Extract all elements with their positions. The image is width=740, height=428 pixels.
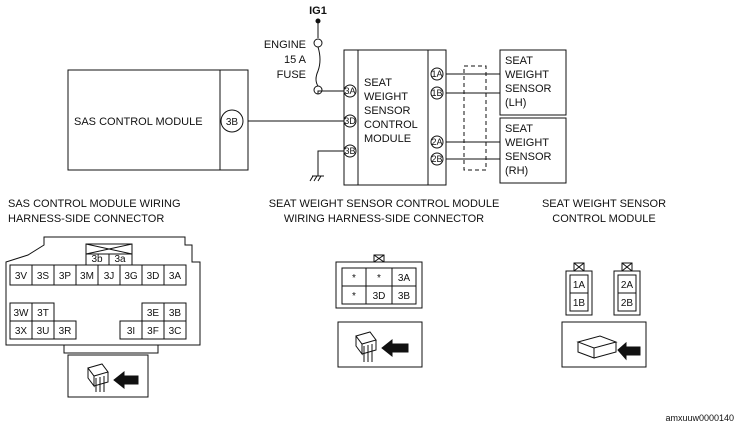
- sas-connector-header-line2: HARNESS-SIDE CONNECTOR: [8, 213, 164, 225]
- sas-pin-3f: 3F: [147, 326, 159, 337]
- swscm-pin-1b: 1B: [431, 88, 442, 98]
- shield-dashed-box: [463, 65, 487, 171]
- sensor-rh-box: [499, 117, 567, 184]
- swscm-pin-1b-circle: [430, 86, 444, 100]
- fuse-label-line3: FUSE: [277, 69, 306, 81]
- sas-pin-3i: 3I: [127, 326, 135, 337]
- swscm-pin-2b: 2B: [431, 154, 442, 164]
- fuse-element: [315, 46, 321, 87]
- swscm-label-line5: MODULE: [364, 133, 411, 145]
- swscm-box: [343, 49, 447, 186]
- sas-pin-3j: 3J: [104, 271, 115, 282]
- sas-pin-3b-circle: [220, 109, 244, 133]
- swscm-pin-1a: 1A: [431, 69, 442, 79]
- sas-module-pin-3b: 3B: [226, 117, 239, 128]
- sw-conn-pin-r2c1: *: [352, 291, 356, 302]
- sas-pin-3u: 3U: [37, 326, 50, 337]
- sas-connector-row4-right: [119, 320, 187, 340]
- sas-module-label: SAS CONTROL MODULE: [74, 116, 203, 128]
- swscm-pin-1a-circle: [430, 67, 444, 81]
- sw-module-header-line1: SEAT WEIGHT SENSOR: [542, 198, 666, 210]
- sas-connector-view-icon: [67, 354, 149, 398]
- sw-conn-pin-r1c1: *: [352, 273, 356, 284]
- sw-connector-view-icon: [337, 321, 423, 368]
- sensor-rh-line4: (RH): [505, 165, 528, 177]
- sas-pin-3s: 3S: [37, 271, 50, 282]
- fuse-label-line2: 15 A: [284, 54, 307, 66]
- sas-connector-header-line1: SAS CONTROL MODULE WIRING: [8, 198, 181, 210]
- sas-pin-3x: 3X: [15, 326, 28, 337]
- sas-pin-3g: 3G: [124, 271, 138, 282]
- sw-conn-pin-3a: 3A: [398, 273, 411, 284]
- swscm-pin-3a: 3A: [344, 86, 355, 96]
- ig1-label: IG1: [309, 5, 327, 17]
- sas-pin-3e: 3E: [147, 308, 160, 319]
- sw-mod-pin-2a: 2A: [621, 280, 634, 291]
- sas-pin-3b: 3B: [169, 308, 182, 319]
- sensor-rh-line1: SEAT: [505, 123, 533, 135]
- sas-pin-3d: 3D: [147, 271, 160, 282]
- sw-conn-pin-3b: 3B: [398, 291, 411, 302]
- sw-conn-pin-r1c2: *: [377, 273, 381, 284]
- sw-module-connector: [565, 262, 641, 316]
- sas-pin-3v: 3V: [15, 271, 28, 282]
- sas-pin-3r: 3R: [59, 326, 72, 337]
- swscm-pin-3d-circle: [343, 114, 357, 128]
- sw-connector-header-line2: WIRING HARNESS-SIDE CONNECTOR: [284, 213, 484, 225]
- sensor-rh-line2: WEIGHT: [505, 137, 549, 149]
- sw-connector: [335, 254, 423, 309]
- swscm-pin-3b: 3B: [344, 146, 355, 156]
- sas-pin-3p: 3P: [59, 271, 72, 282]
- swscm-label-line3: SENSOR: [364, 105, 411, 117]
- swscm-pin-2b-circle: [430, 152, 444, 166]
- sensor-rh-line3: SENSOR: [505, 151, 552, 163]
- sw-mod-pin-1b: 1B: [573, 298, 586, 309]
- sas-connector-bottom-tab: [63, 344, 159, 354]
- sensor-lh-line2: WEIGHT: [505, 69, 549, 81]
- sas-pin-3w: 3W: [14, 308, 30, 319]
- sw-connector-header-line1: SEAT WEIGHT SENSOR CONTROL MODULE: [269, 198, 500, 210]
- sw-module-header-line2: CONTROL MODULE: [552, 213, 656, 225]
- sas-pin-3c: 3C: [169, 326, 182, 337]
- swscm-pin-2a: 2A: [431, 137, 442, 147]
- sensor-lh-box: [499, 49, 567, 116]
- sas-pin-3m: 3M: [80, 271, 94, 282]
- sw-mod-pin-1a: 1A: [573, 280, 586, 291]
- ground-wire: [317, 150, 344, 176]
- swscm-pin-3a-circle: [343, 84, 357, 98]
- swscm-label-line1: SEAT: [364, 77, 392, 89]
- sensor-lh-line1: SEAT: [505, 55, 533, 67]
- sas-pin-3a: 3A: [169, 271, 182, 282]
- sas-connector-outline: [5, 236, 201, 346]
- sas-pin-3a-top: 3a: [114, 254, 126, 265]
- ig1-terminal: [315, 18, 321, 24]
- fuse-terminal-top: [313, 38, 323, 48]
- sw-conn-pin-3d: 3D: [373, 291, 386, 302]
- sensor-lh-line4: (LH): [505, 97, 526, 109]
- swscm-label-line2: WEIGHT: [364, 91, 408, 103]
- fuse-label-line1: ENGINE: [264, 39, 306, 51]
- sw-module-view-icon: [561, 321, 647, 368]
- sw-mod-pin-2b: 2B: [621, 298, 634, 309]
- swscm-pin-2a-circle: [430, 135, 444, 149]
- sas-pin-3b-top: 3b: [91, 254, 103, 265]
- figure-code: amxuuw0000140: [665, 413, 734, 423]
- sensor-lh-line3: SENSOR: [505, 83, 552, 95]
- sas-connector: [5, 236, 201, 354]
- sas-pin-3t: 3T: [37, 308, 49, 319]
- swscm-label-line4: CONTROL: [364, 119, 418, 131]
- sas-module-box: [67, 69, 249, 171]
- swscm-pin-3d: 3D: [344, 116, 356, 126]
- fuse-to-3a-wire: [317, 90, 344, 94]
- sas-connector-row4-left: [9, 320, 77, 340]
